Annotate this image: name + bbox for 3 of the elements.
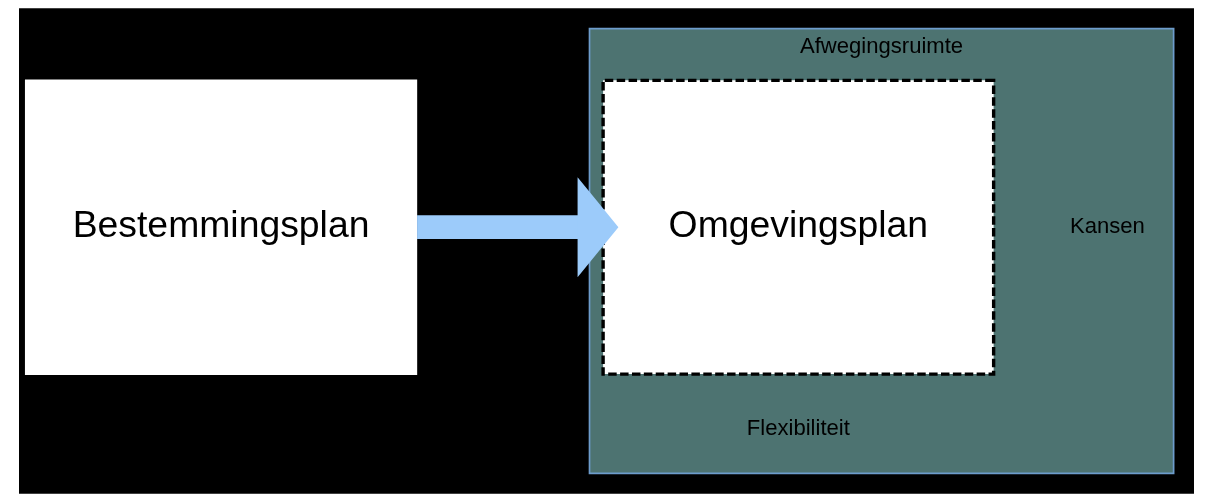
arrow — [416, 177, 618, 278]
node-box: Omgevingsplan — [600, 78, 995, 376]
node-box: Bestemmingsplan — [24, 79, 417, 375]
